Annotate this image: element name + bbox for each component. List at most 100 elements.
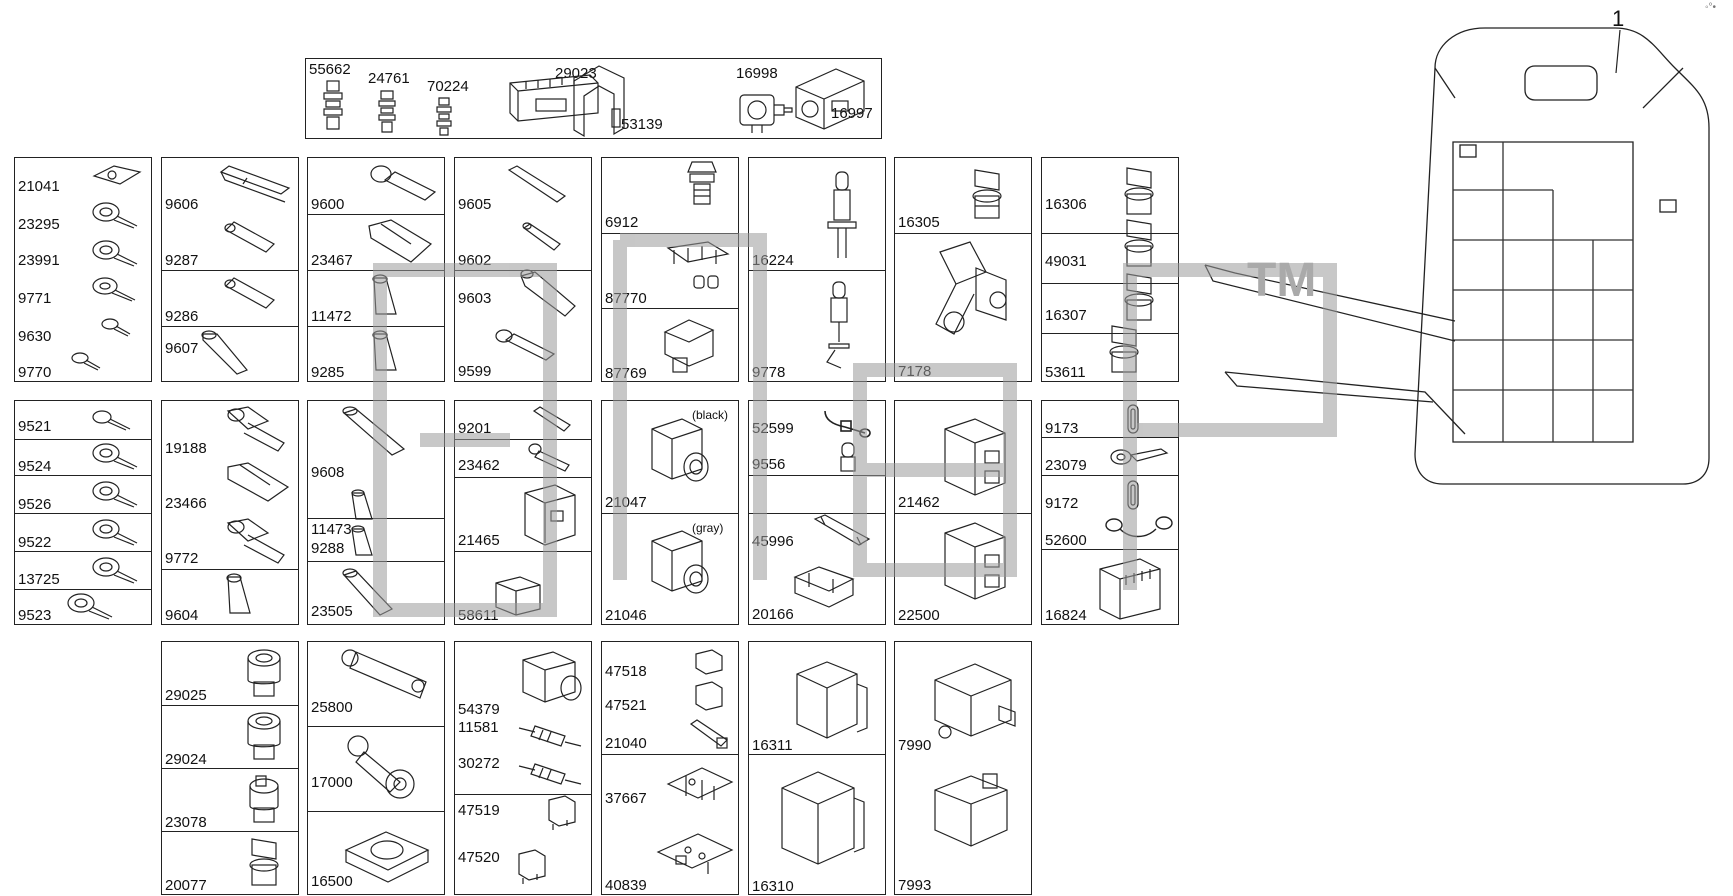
roller-lever-icon — [347, 735, 415, 799]
selector-switch-icon — [249, 838, 279, 886]
ring-terminal-icon — [92, 443, 138, 470]
trademark-mark: TM — [1247, 254, 1317, 307]
part-label: 7178 — [898, 363, 932, 380]
parts-box-d4: 9201 23462 21465 58611 — [454, 400, 592, 625]
part-label: 9201 — [458, 420, 492, 437]
wire-lead-icon — [824, 410, 871, 438]
ferrule-icon — [351, 525, 373, 556]
part-label: 70224 — [427, 78, 469, 95]
part-label: 52600 — [1045, 532, 1087, 549]
ring-terminal-icon — [101, 318, 131, 337]
part-label: 21462 — [898, 494, 940, 511]
part-label: 47521 — [605, 697, 647, 714]
part-label: 23078 — [165, 814, 207, 831]
valve-plug-icon — [651, 418, 709, 482]
terminal-block-icon — [944, 522, 1006, 600]
socket-base-icon — [666, 241, 730, 289]
part-label: 23079 — [1045, 457, 1087, 474]
parts-box-d1: 9521 9524 9526 9522 13725 9523 — [14, 400, 152, 625]
part-label: 11472 — [311, 308, 352, 325]
square-lug-icon — [92, 165, 142, 185]
glass-fuse-icon — [813, 514, 871, 546]
part-label: 9778 — [752, 364, 786, 381]
parts-box-e7: 7990 7993 — [894, 641, 1032, 895]
ferrule-icon — [372, 330, 397, 371]
parts-box-d6: 52599 9556 45996 20166 — [748, 400, 886, 625]
part-label: 23467 — [311, 252, 353, 269]
blade-fuse-icon — [695, 649, 723, 675]
part-label: 9288 — [311, 540, 345, 557]
ring-terminal-icon — [92, 519, 138, 546]
parts-box-e2: 29025 29024 23078 20077 — [161, 641, 299, 895]
valve-plug-icon — [522, 651, 582, 703]
part-label: 9524 — [18, 458, 52, 475]
part-label: 25800 — [311, 699, 353, 716]
parts-box-d5: 21047 (black) 21046 (gray) — [601, 400, 739, 625]
terminal-block-icon — [509, 74, 599, 122]
selector-switch-icon — [1124, 273, 1154, 321]
part-label: 20077 — [165, 877, 207, 894]
ferrule-icon — [224, 277, 275, 309]
part-label: 87769 — [605, 365, 647, 382]
part-label: 23462 — [458, 457, 500, 474]
insulated-receptacle-icon — [227, 462, 290, 502]
callout-number: 1 — [1612, 6, 1625, 31]
part-label: 7990 — [898, 737, 932, 754]
connector-pin-icon — [436, 97, 452, 136]
part-label: 9606 — [165, 196, 199, 213]
bullet-connector-icon — [520, 269, 576, 317]
part-label: 54379 — [458, 701, 500, 718]
ferrule-icon — [224, 221, 275, 253]
cable-gland-icon — [687, 161, 717, 205]
part-label: 19188 — [165, 440, 207, 457]
parts-box-c1: 21041 23295 23991 9771 9630 9770 — [14, 157, 152, 382]
resistor-icon — [518, 725, 582, 747]
part-label: 9599 — [458, 363, 492, 380]
ferrule-icon — [507, 165, 567, 203]
parts-box-c8: 16306 49031 16307 53611 — [1041, 157, 1179, 382]
parts-box-d2: 19188 23466 9772 9604 — [161, 400, 299, 625]
circuit-board-icon — [656, 833, 734, 874]
connector-pin-icon — [323, 80, 343, 130]
selector-switch-icon — [1124, 167, 1154, 215]
flat-receptacle-icon — [495, 329, 556, 361]
ring-terminal-icon — [92, 202, 138, 229]
part-label: 16305 — [898, 214, 940, 231]
solenoid-connector-icon — [663, 319, 715, 373]
parts-box-c5: 6912 87770 87769 — [601, 157, 739, 382]
part-label: 9607 — [165, 340, 199, 357]
part-label: 16824 — [1045, 607, 1087, 624]
part-label: 53611 — [1045, 364, 1086, 381]
part-label: 9602 — [458, 252, 492, 269]
blade-fuse-icon — [695, 681, 723, 711]
enclosure-icon — [796, 661, 868, 739]
part-label: 29025 — [165, 687, 207, 704]
parts-box-e4: 54379 11581 30272 47519 47520 — [454, 641, 592, 895]
parts-box-c2: 9606 9287 9286 9607 — [161, 157, 299, 382]
callout-leader-line — [1615, 29, 1621, 74]
selector-switch-icon — [1109, 325, 1139, 373]
part-label: 9608 — [311, 464, 345, 481]
part-label: 9630 — [18, 328, 52, 345]
part-label: 13725 — [18, 571, 60, 588]
parts-box-c7: 16305 7178 — [894, 157, 1032, 382]
part-label: 16307 — [1045, 307, 1087, 324]
part-label: 47518 — [605, 663, 647, 680]
part-label: 16998 — [736, 65, 778, 82]
part-label: 9285 — [311, 364, 345, 381]
potentiometer-icon — [739, 94, 793, 133]
insulated-receptacle-icon — [226, 406, 285, 452]
terminal-end-icon — [495, 576, 541, 616]
limit-switch-icon — [935, 241, 1007, 335]
part-label: 9772 — [165, 550, 199, 567]
part-label: 23466 — [165, 495, 207, 512]
part-label: 9173 — [1045, 420, 1079, 437]
part-label: 47519 — [458, 802, 500, 819]
relay-icon — [934, 663, 1016, 739]
top-strip-box: 55662 24761 70224 29023 53139 16998 1699… — [305, 58, 882, 139]
parts-box-d8: 9173 23079 9172 52600 16824 — [1041, 400, 1179, 625]
ring-terminal-icon — [71, 352, 101, 371]
parts-box-e3: 25800 17000 16500 — [307, 641, 445, 895]
part-label: 29024 — [165, 751, 207, 768]
parts-case-illustration — [1204, 27, 1710, 485]
